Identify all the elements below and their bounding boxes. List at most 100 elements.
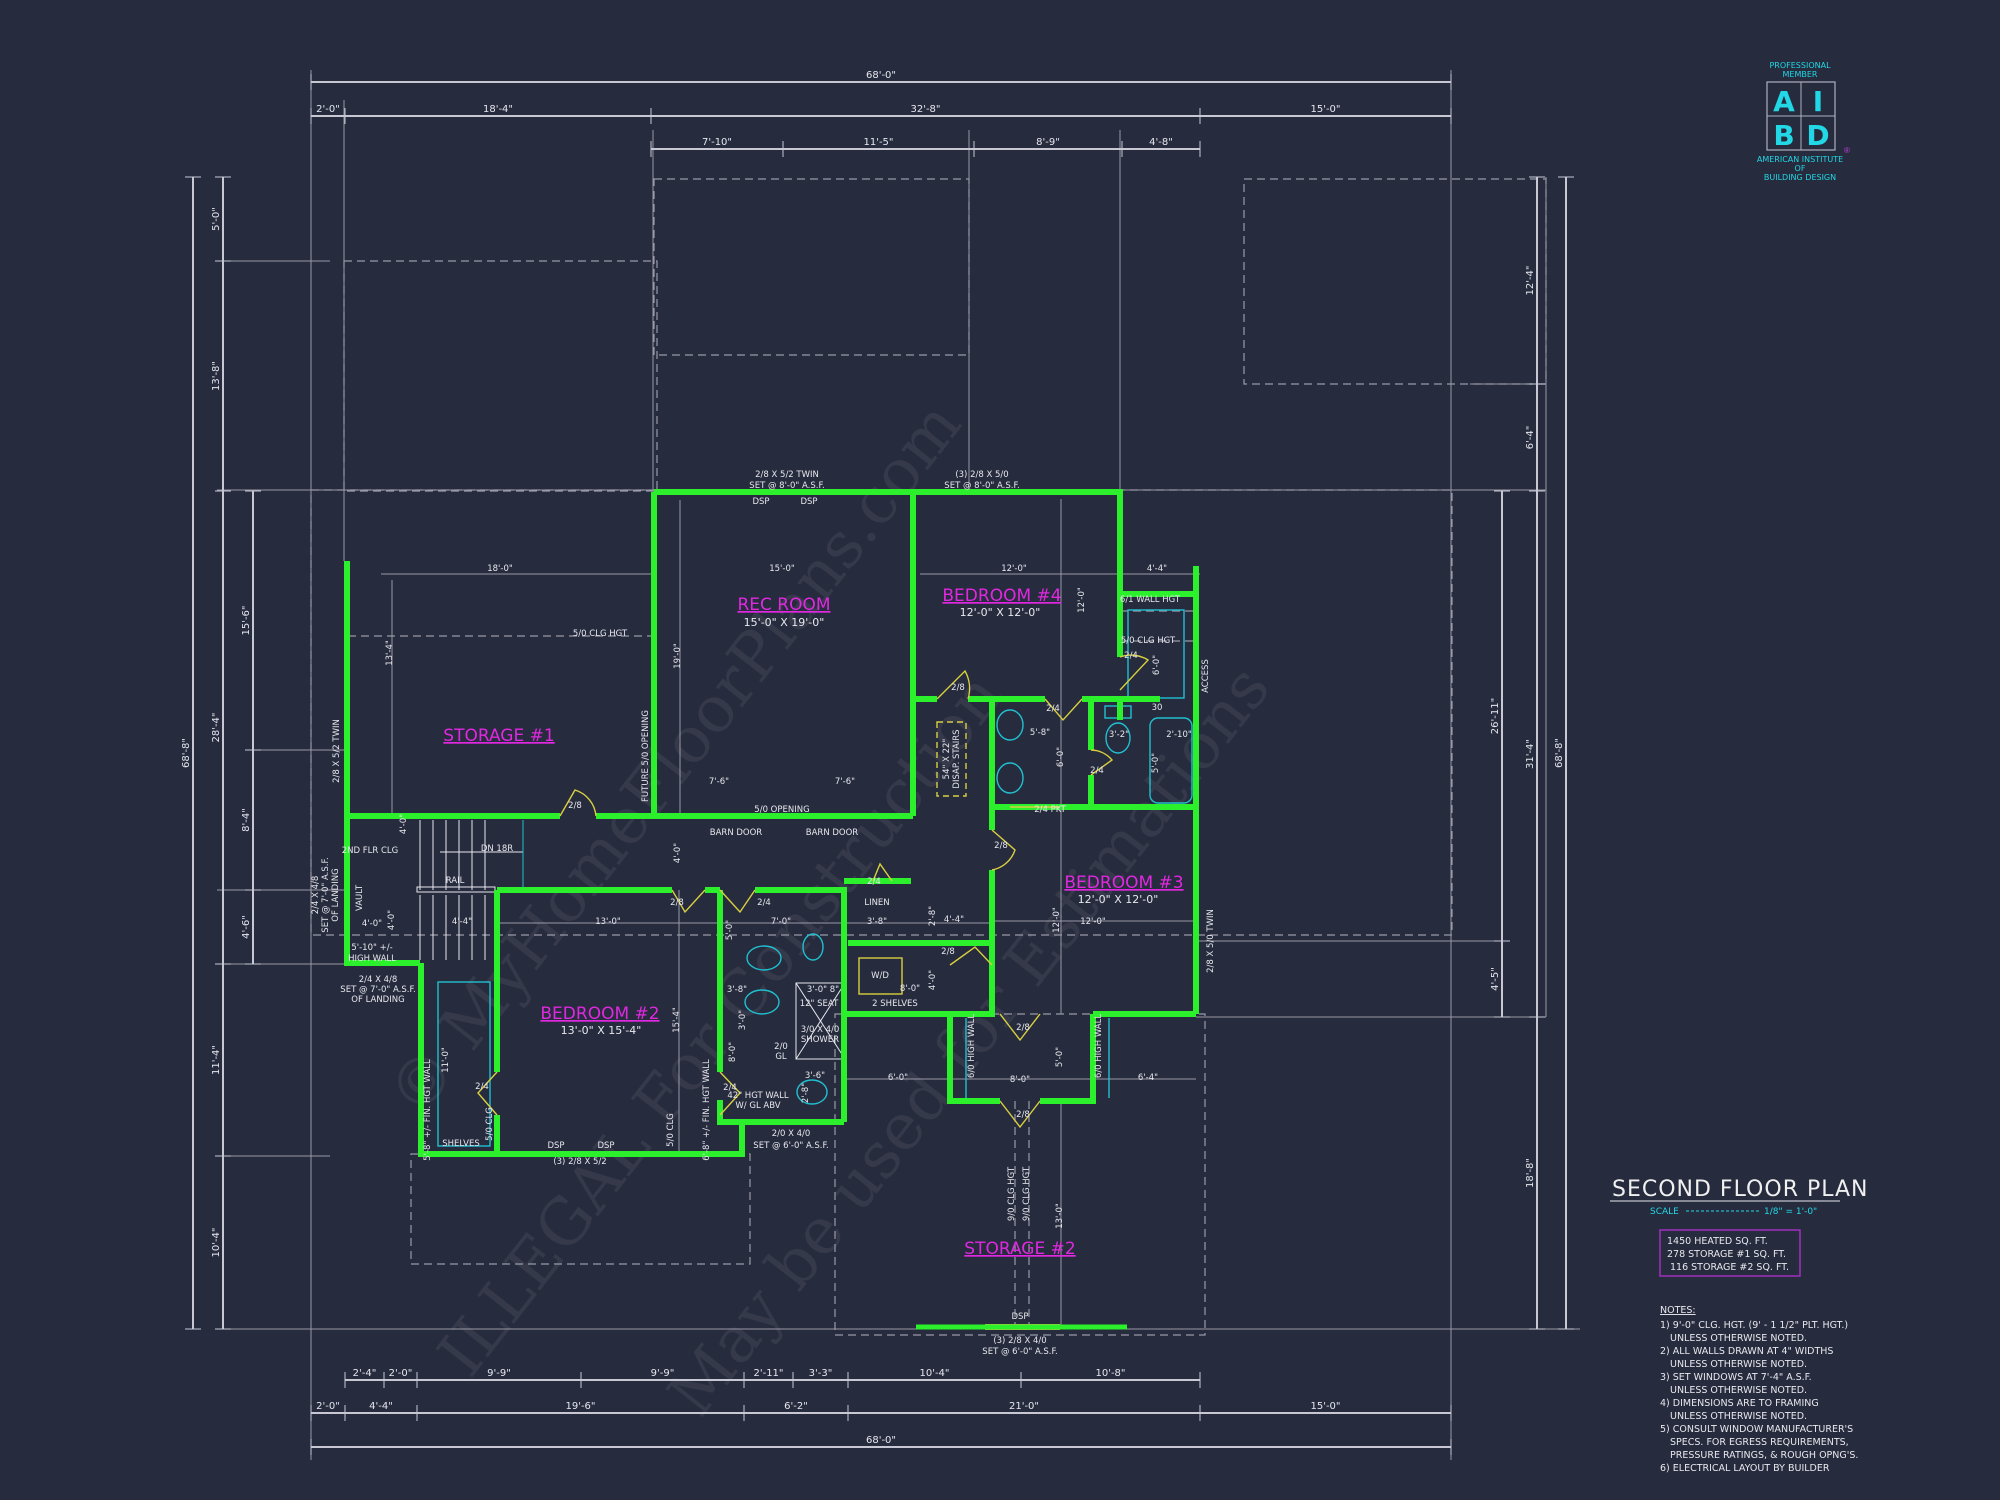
- plan-annotation: 15'-0": [769, 564, 795, 574]
- plan-annotation: 2/4: [475, 1082, 489, 1092]
- plan-annotation: DSP: [547, 1141, 564, 1151]
- dimension-label: 12'-4": [1525, 265, 1536, 295]
- dimension-label: 8'-4": [241, 808, 252, 832]
- dimension-label: 4'-4": [369, 1401, 393, 1412]
- room-size-bedroom-2: 13'-0" X 15'-4": [561, 1024, 642, 1037]
- plan-annotation: 2/8: [951, 683, 965, 693]
- plan-annotation: 2/4: [1124, 651, 1138, 661]
- note-line: UNLESS OTHERWISE NOTED.: [1670, 1411, 1807, 1422]
- plan-annotation: 18'-0": [487, 564, 513, 574]
- note-line: PRESSURE RATINGS, & ROUGH OPNG'S.: [1670, 1450, 1858, 1461]
- plan-annotation: 2'-10": [1166, 730, 1192, 740]
- dimension-chain-bottom2: 2'-0"4'-4"19'-6"6'-2"21'-0"15'-0": [310, 1401, 1452, 1421]
- sink-icon: [746, 945, 782, 971]
- note-line: 3) SET WINDOWS AT 7'-4" A.S.F.: [1660, 1372, 1812, 1383]
- dimension-label: 18'-8": [1525, 1158, 1536, 1188]
- dimension-chain-left1: 5'-0"13'-8"28'-4"11'-4"10'-4": [211, 176, 231, 1330]
- plan-annotation: SHOWER: [801, 1035, 839, 1045]
- logo-letter-b: B: [1773, 119, 1794, 152]
- plan-annotation: GL: [775, 1052, 787, 1062]
- dimension-label: 15'-0": [1310, 104, 1340, 115]
- plan-annotation: 5'-10" +/-: [351, 943, 392, 953]
- plan-annotation: 2/0: [774, 1042, 788, 1052]
- dimension-label: 4'-8": [1149, 137, 1173, 148]
- plan-annotation: BARN DOOR: [806, 828, 859, 838]
- dimension-label: 31'-4": [1525, 739, 1536, 769]
- scale-label: SCALE: [1650, 1207, 1679, 1217]
- plan-annotation: 5'-0": [1055, 1047, 1065, 1067]
- plan-annotation: 4'-0": [928, 970, 938, 990]
- plan-annotation: 12'-0": [1001, 564, 1027, 574]
- plan-title: SECOND FLOOR PLAN: [1612, 1177, 1869, 1202]
- dimension-label: 2'-0": [316, 1401, 340, 1412]
- dimension-chain-right1: 12'-4"6'-4"31'-4"18'-8": [1525, 176, 1545, 1330]
- logo-registered-mark: ®: [1844, 146, 1850, 155]
- door-swing: [719, 889, 756, 914]
- plan-annotation: FUTURE 5/0 OPENING: [641, 710, 651, 802]
- plan-annotation: SET @ 6'-0" A.S.F.: [982, 1347, 1057, 1357]
- aibd-logo: PROFESSIONAL MEMBER A I B D ® AMERICAN I…: [1757, 61, 1850, 182]
- plan-annotation: 54" X 22": [942, 739, 952, 780]
- plan-annotation: 6/1 WALL HGT: [1120, 595, 1181, 605]
- watermark: © MyHomeFloorPlans.com ILLEGAL For Const…: [374, 389, 1284, 1430]
- plan-annotation: ACCESS: [1201, 659, 1211, 693]
- plan-annotation: 2/4 X 4/8: [359, 975, 398, 985]
- note-line: 6) ELECTRICAL LAYOUT BY BUILDER: [1660, 1463, 1830, 1474]
- plan-annotation: 6/0 HIGH WALL: [1094, 1014, 1104, 1078]
- title-block: SECOND FLOOR PLAN SCALE 1/8" = 1'-0" 145…: [1610, 1177, 1869, 1316]
- logo-bottom3: BUILDING DESIGN: [1764, 173, 1836, 182]
- plan-annotation: 4'-0": [673, 843, 683, 863]
- dimension-label: 15'-6": [241, 605, 252, 635]
- plan-annotation: SET @ 7'-0" A.S.F.: [321, 857, 331, 932]
- dimension-chain-top1: 2'-0"18'-4"32'-8"15'-0": [310, 104, 1452, 124]
- dimension-label: 26'-11": [1490, 698, 1501, 734]
- plan-annotation: 2/8: [568, 801, 582, 811]
- plan-annotation: 2/4 PKT: [1034, 805, 1066, 815]
- plan-annotation: SET @ 7'-0" A.S.F.: [340, 985, 415, 995]
- plan-annotation: 6'-0": [1152, 655, 1162, 675]
- plan-annotation: 2/4 X 4/8: [311, 876, 321, 915]
- dimension-label: 68'-8": [1554, 738, 1565, 768]
- plan-annotation: 2/8: [941, 947, 955, 957]
- plan-annotation: 30: [1152, 703, 1163, 713]
- room-name-bedroom-3: BEDROOM #3: [1064, 873, 1183, 893]
- plan-annotation: DSP: [800, 497, 817, 507]
- plan-annotation: 9/0 CLG HGT: [1022, 1166, 1032, 1221]
- dimension-label: 68'-8": [181, 738, 192, 768]
- plan-annotation: 6'-4": [1138, 1073, 1158, 1083]
- plan-annotation: 3'-6": [805, 1071, 825, 1081]
- plan-annotation: 2'-8": [801, 1083, 811, 1103]
- plan-annotation: RAIL: [446, 876, 465, 886]
- plan-annotation: 12" SEAT: [800, 999, 839, 1009]
- dimension-label: 18'-4": [483, 104, 513, 115]
- dimension-label: 68'-0": [866, 70, 896, 81]
- dimension-label: 10'-4": [919, 1368, 949, 1379]
- sink-icon: [744, 989, 780, 1015]
- plan-annotation: 4'-4": [452, 917, 472, 927]
- note-line: 2) ALL WALLS DRAWN AT 4" WIDTHS: [1660, 1346, 1833, 1357]
- toilet-icon: [796, 1079, 828, 1105]
- dimension-chain-right2: 68'-8": [1554, 176, 1574, 1330]
- door-swing: [936, 669, 971, 700]
- dimension-label: 3'-3": [809, 1368, 833, 1379]
- plan-annotation: 12'-0": [1080, 917, 1106, 927]
- plan-annotation: 2 SHELVES: [872, 999, 918, 1009]
- plan-annotation: 11'-0": [441, 1047, 451, 1073]
- dimension-label: 10'-8": [1095, 1368, 1125, 1379]
- door-swing: [999, 1100, 1041, 1129]
- dimension-label: 10'-4": [211, 1227, 222, 1257]
- plan-annotation: 6'-0": [1056, 747, 1066, 767]
- plan-annotation: SHELVES: [442, 1139, 480, 1149]
- plan-annotation: 3'-8": [727, 985, 747, 995]
- plan-annotation: SET @ 6'-0" A.S.F.: [753, 1141, 828, 1151]
- plan-annotation: DISAP. STAIRS: [952, 729, 962, 788]
- door-swing: [559, 789, 597, 817]
- dimension-chain-top0: 68'-0": [310, 70, 1452, 90]
- plan-annotation: 13'-0": [1055, 1203, 1065, 1229]
- bathtub-icon: [1149, 717, 1193, 804]
- dimension-chain-top2: 7'-10"11'-5"8'-9"4'-8": [650, 137, 1201, 157]
- area-heated: 1450 HEATED SQ. FT.: [1667, 1236, 1768, 1247]
- plan-annotation: OF LANDING: [351, 995, 404, 1005]
- plan-annotation: 3'-2": [1109, 730, 1129, 740]
